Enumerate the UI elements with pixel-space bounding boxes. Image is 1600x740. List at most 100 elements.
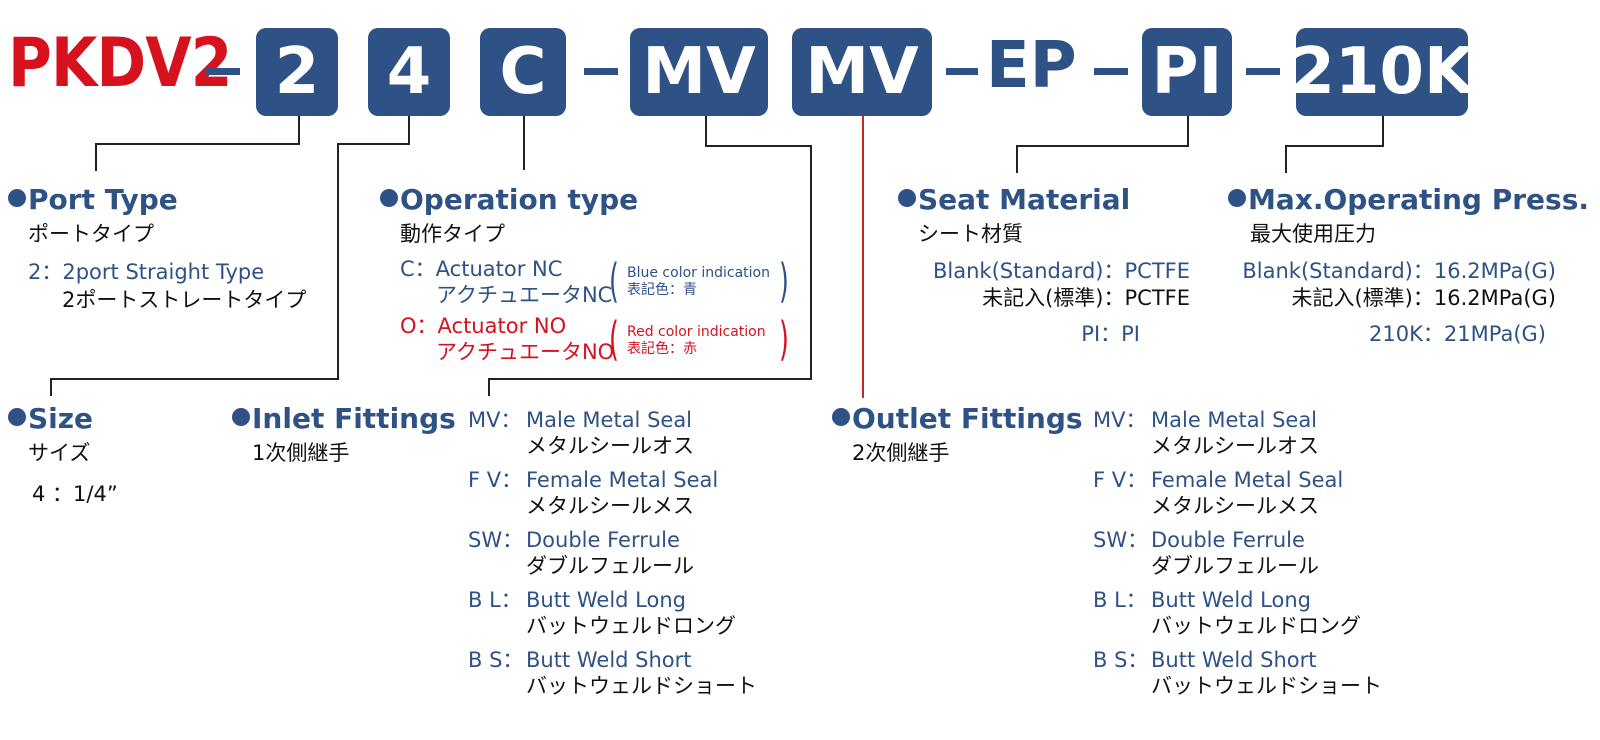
connector-line	[810, 145, 812, 379]
code-box-port: 2	[256, 28, 338, 116]
connector-line	[337, 143, 339, 379]
connector-line	[1285, 145, 1287, 173]
outlet-fitting-name: Butt Weld Short	[1151, 648, 1317, 672]
connector-line	[408, 116, 410, 145]
bullet-icon	[8, 189, 26, 207]
outlet-fitting-code: SW：	[1093, 528, 1149, 552]
outlet-fitting-jp: バットウェルドロング	[1151, 614, 1361, 638]
code-box-pressure: 210K	[1290, 28, 1474, 116]
inlet-fitting-jp: バットウェルドショート	[526, 674, 757, 698]
nc-color-note: Blue color indication	[627, 265, 770, 281]
connector-line	[705, 145, 812, 147]
outlet-fittings-heading: Outlet Fittings	[832, 405, 1083, 433]
press-210k: 210K：21MPa(G)	[1369, 322, 1546, 346]
inlet-fitting-code: F V：	[468, 468, 523, 492]
seat-pi: PI：PI	[1081, 322, 1140, 346]
inlet-fitting-name: Butt Weld Short	[526, 648, 692, 672]
size-value: 4 ：1/4”	[32, 482, 118, 506]
outlet-fitting-jp: バットウェルドショート	[1151, 674, 1382, 698]
outlet-fittings-jp: 2次側継手	[852, 441, 950, 465]
operation-type-jp: 動作タイプ	[400, 222, 505, 246]
outlet-fitting-name: Double Ferrule	[1151, 528, 1305, 552]
model-prefix: PKDV2	[8, 24, 232, 103]
separator-dash	[584, 68, 618, 75]
left-paren: (	[609, 254, 619, 308]
port-type-heading: Port Type	[8, 186, 178, 214]
connector-line	[337, 143, 409, 145]
outlet-fitting-code: MV：	[1093, 408, 1147, 432]
outlet-fitting-name: Female Metal Seal	[1151, 468, 1344, 492]
inlet-fitting-code: MV：	[468, 408, 522, 432]
connector-line	[298, 116, 300, 144]
outlet-fitting-code: F V：	[1093, 468, 1148, 492]
connector-line	[50, 378, 339, 380]
press-standard-jp: 未記入(標準)：16.2MPa(G)	[1291, 286, 1556, 310]
inlet-fittings-jp: 1次側継手	[252, 441, 350, 465]
operation-option-nc-jp: アクチュエータNC	[436, 283, 613, 307]
code-box-operation: C	[480, 28, 566, 116]
inlet-fitting-name: Male Metal Seal	[526, 408, 693, 432]
outlet-fitting-jp: メタルシールオス	[1151, 434, 1319, 458]
outlet-fitting-name: Male Metal Seal	[1151, 408, 1318, 432]
inlet-fitting-name: Double Ferrule	[526, 528, 680, 552]
connector-line	[95, 143, 300, 145]
code-box-inlet: MV	[630, 28, 768, 116]
bullet-icon	[380, 189, 398, 207]
size-jp: サイズ	[28, 441, 91, 465]
connector-line	[488, 378, 812, 380]
inlet-fitting-code: SW：	[468, 528, 524, 552]
connector-line	[1187, 116, 1189, 146]
separator-dash	[1094, 68, 1128, 75]
operation-option-no-jp: アクチュエータNO	[436, 340, 615, 364]
outlet-fitting-jp: ダブルフェルール	[1151, 554, 1319, 578]
no-color-note: Red color indication	[627, 324, 766, 340]
connector-line	[705, 116, 707, 146]
connector-line	[862, 116, 864, 398]
separator-dash	[1246, 68, 1280, 75]
inlet-fitting-code: B S：	[468, 648, 524, 672]
inlet-fitting-jp: メタルシールオス	[526, 434, 694, 458]
outlet-fitting-jp: メタルシールメス	[1151, 494, 1319, 518]
bullet-icon	[898, 189, 916, 207]
seat-standard-jp: 未記入(標準)：PCTFE	[982, 286, 1190, 310]
separator-dash	[946, 68, 978, 75]
separator-dash	[206, 68, 240, 75]
code-text-ep: EP	[986, 29, 1077, 103]
port-type-jp: ポートタイプ	[28, 222, 154, 246]
connector-line	[523, 116, 525, 170]
code-box-size: 4	[368, 28, 450, 116]
inlet-fitting-jp: ダブルフェルール	[526, 554, 694, 578]
connector-line	[1382, 116, 1384, 146]
bullet-icon	[1228, 189, 1246, 207]
max-press-heading: Max.Operating Press.	[1228, 186, 1589, 214]
right-paren: )	[779, 254, 789, 308]
right-paren: )	[779, 312, 789, 366]
inlet-fittings-heading: Inlet Fittings	[232, 405, 456, 433]
seat-standard: Blank(Standard)：PCTFE	[932, 259, 1190, 283]
bullet-icon	[832, 408, 850, 426]
code-box-seat: PI	[1142, 28, 1232, 116]
connector-line	[95, 143, 97, 171]
outlet-fitting-code: B L：	[1093, 588, 1147, 612]
port-type-option-jp: 2ポートストレートタイプ	[62, 288, 307, 312]
seat-material-heading: Seat Material	[898, 186, 1130, 214]
connector-line	[50, 378, 52, 396]
inlet-fitting-jp: バットウェルドロング	[526, 614, 736, 638]
connector-line	[1016, 145, 1018, 173]
no-color-note-jp: 表記色：赤	[627, 341, 697, 357]
port-type-option: 2：2port Straight Type	[28, 260, 265, 284]
left-paren: (	[609, 312, 619, 366]
nc-color-note-jp: 表記色：青	[627, 282, 697, 298]
operation-type-heading: Operation type	[380, 186, 638, 214]
inlet-fitting-jp: メタルシールメス	[526, 494, 694, 518]
operation-option-no: O：Actuator NO	[400, 314, 567, 338]
size-heading: Size	[8, 405, 93, 433]
connector-line	[1016, 145, 1189, 147]
outlet-fitting-name: Butt Weld Long	[1151, 588, 1311, 612]
connector-line	[1285, 145, 1384, 147]
bullet-icon	[232, 408, 250, 426]
code-box-outlet: MV	[792, 28, 932, 116]
connector-line	[488, 378, 490, 396]
inlet-fitting-name: Butt Weld Long	[526, 588, 686, 612]
bullet-icon	[8, 408, 26, 426]
